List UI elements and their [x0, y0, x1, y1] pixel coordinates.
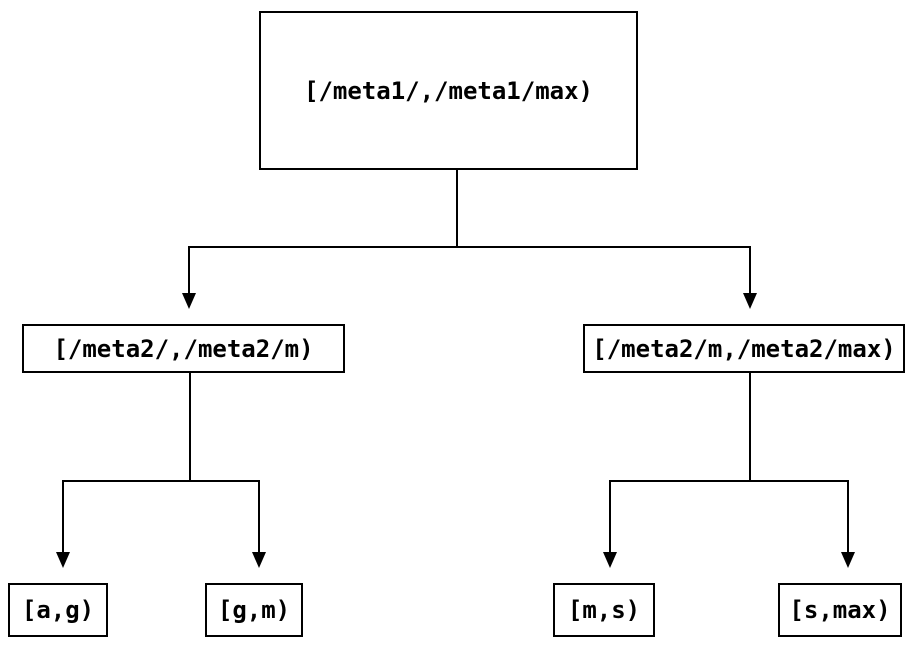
- arrowhead-right-left: [603, 552, 617, 568]
- tree-node-root-label: [/meta1/,/meta1/max): [304, 76, 593, 105]
- tree-node-right: [/meta2/m,/meta2/max): [583, 324, 905, 373]
- arrowhead-left: [182, 293, 196, 309]
- tree-node-left-right: [g,m): [205, 583, 303, 637]
- tree-node-right-label: [/meta2/m,/meta2/max): [592, 334, 896, 363]
- arrowhead-left-left: [56, 552, 70, 568]
- tree-node-left-left-label: [a,g): [21, 596, 95, 624]
- tree-node-left-right-label: [g,m): [217, 596, 291, 624]
- tree-node-left-left: [a,g): [8, 583, 108, 637]
- tree-node-right-left-label: [m,s): [567, 596, 641, 624]
- arrowhead-right-right: [841, 552, 855, 568]
- tree-node-right-right: [s,max): [778, 583, 902, 637]
- tree-node-right-right-label: [s,max): [789, 596, 891, 624]
- tree-node-root: [/meta1/,/meta1/max): [259, 11, 638, 170]
- tree-node-right-left: [m,s): [553, 583, 655, 637]
- tree-node-left: [/meta2/,/meta2/m): [22, 324, 345, 373]
- tree-node-left-label: [/meta2/,/meta2/m): [53, 334, 314, 363]
- arrowhead-right: [743, 293, 757, 309]
- arrowhead-left-right: [252, 552, 266, 568]
